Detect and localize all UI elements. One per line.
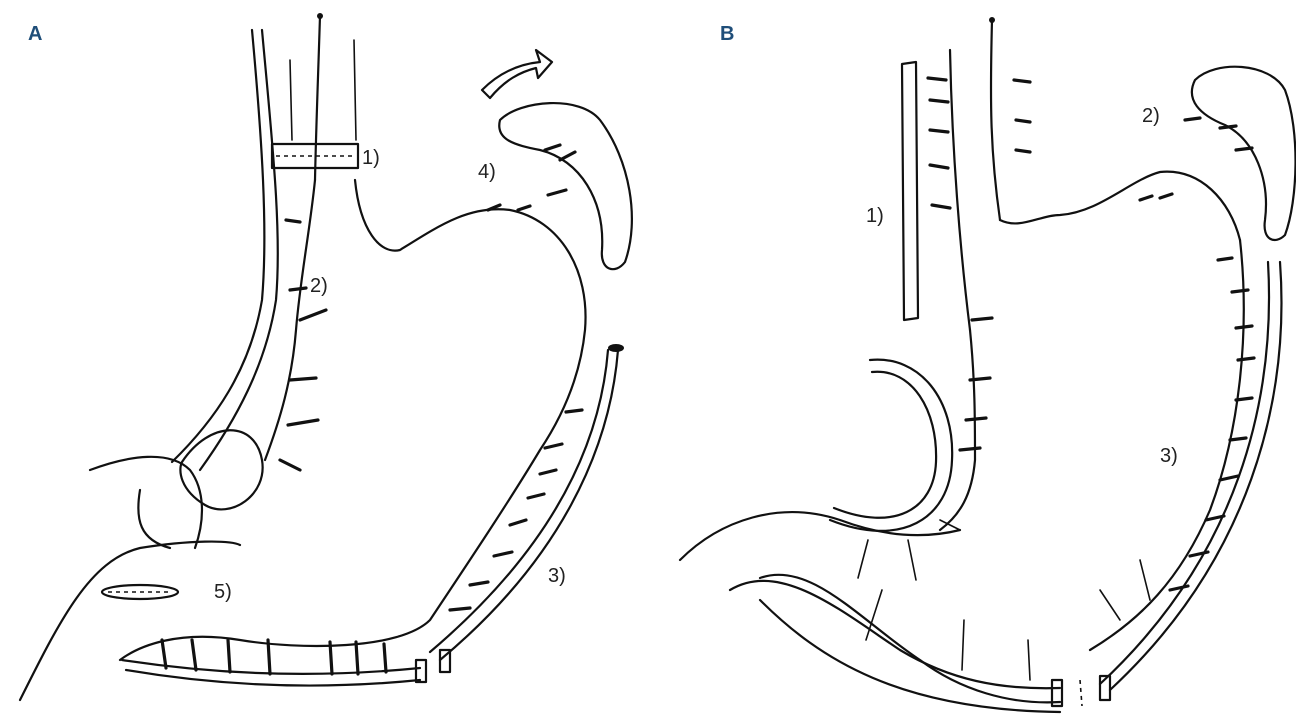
panel-b-lesser-curvature bbox=[940, 330, 975, 530]
panel-b-greater-curvature-tube-outer bbox=[1110, 262, 1281, 690]
panel-a-esophagus-left bbox=[172, 30, 264, 462]
panel-b-vessel-end bbox=[989, 17, 995, 23]
panel-a-vessel-ties-lesser bbox=[280, 220, 326, 470]
panel-b-fundus bbox=[1000, 172, 1240, 240]
panel-b-duodenal-tube-outer bbox=[830, 360, 952, 531]
panel-a-letter: A bbox=[28, 23, 42, 45]
panel-b-label-3: 3) bbox=[1160, 445, 1178, 467]
panel-b: B 1) 2) bbox=[680, 17, 1296, 712]
panel-a-esophagus-left-inner bbox=[200, 30, 278, 470]
panel-a-tube-end bbox=[608, 344, 624, 352]
panel-a-label-2: 2) bbox=[310, 275, 328, 297]
panel-a-tube-cut-left bbox=[416, 660, 426, 682]
panel-a-antrum bbox=[20, 542, 240, 700]
panel-a-short-gastric-ties bbox=[488, 145, 575, 210]
panel-b-esophagus-ties bbox=[928, 78, 1030, 208]
panel-a-label-3: 3) bbox=[548, 565, 566, 587]
panel-b-bottom-vessels bbox=[866, 560, 1150, 680]
panel-b-esophagus-right bbox=[991, 20, 1000, 220]
panel-a-greater-curvature-tube-outer bbox=[440, 350, 618, 660]
panel-a-label-4: 4) bbox=[478, 161, 496, 183]
panel-b-esophagus-strip bbox=[902, 62, 918, 320]
panel-a-vessel-end bbox=[317, 13, 323, 19]
panel-a: A 1) 2) 4) bbox=[20, 13, 632, 700]
panel-a-stomach-contour bbox=[120, 180, 586, 660]
panel-a-rotation-arrow bbox=[482, 50, 552, 98]
panel-b-esophagus-left bbox=[950, 50, 970, 330]
panel-b-duodenal-tube-inner bbox=[834, 372, 936, 518]
panel-b-cut-gap bbox=[1080, 680, 1082, 706]
panel-b-spleen bbox=[1192, 67, 1296, 240]
panel-a-vagus-left bbox=[290, 60, 292, 140]
panel-a-duodenum bbox=[90, 457, 202, 548]
panel-a-vagus-right bbox=[354, 40, 356, 140]
panel-b-label-2: 2) bbox=[1142, 105, 1160, 127]
panel-a-label-1: 1) bbox=[362, 147, 380, 169]
panel-b-letter: B bbox=[720, 23, 734, 45]
panel-b-bottom-tube-outer bbox=[730, 581, 1060, 688]
panel-b-duodenum-line bbox=[680, 512, 960, 560]
panel-b-vessel-ties-lesser bbox=[960, 318, 992, 450]
panel-a-label-5: 5) bbox=[214, 581, 232, 603]
panel-a-pylorus-loop bbox=[180, 430, 262, 509]
panel-a-spleen bbox=[499, 103, 632, 269]
panel-a-greater-curvature-tube-inner bbox=[430, 350, 608, 652]
panel-b-label-1: 1) bbox=[866, 205, 884, 227]
